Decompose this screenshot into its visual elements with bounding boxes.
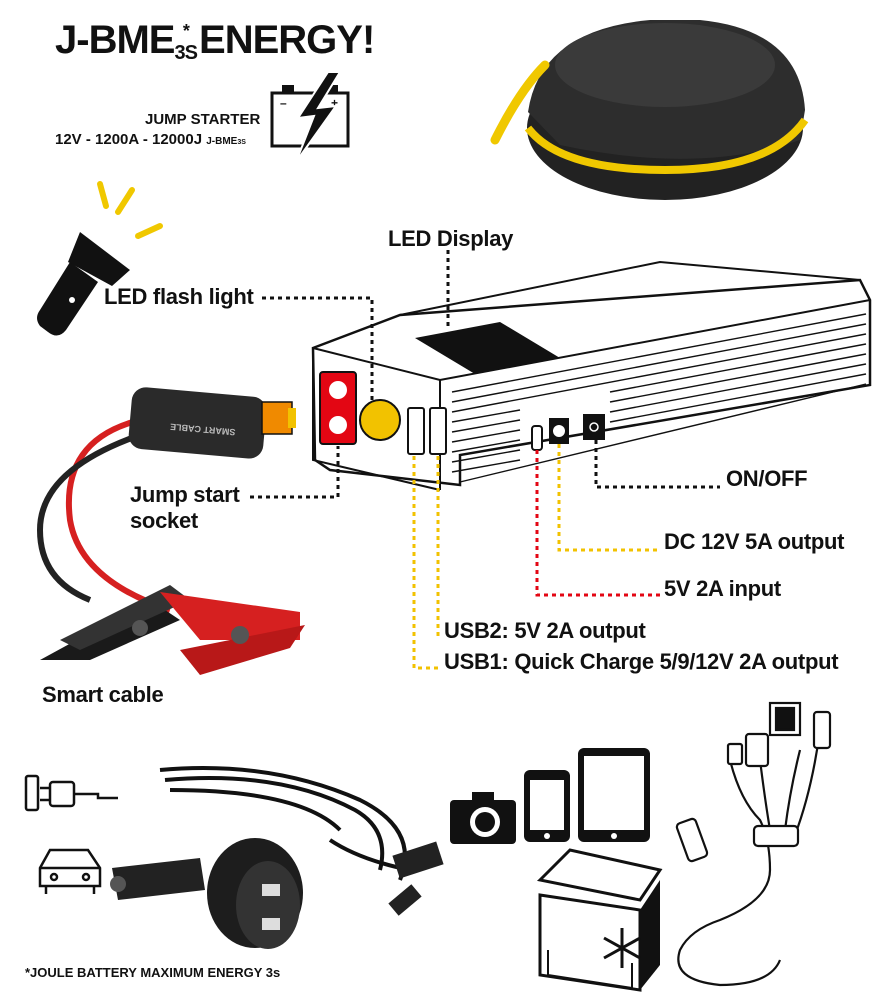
smart-cable: SMART CABLE xyxy=(36,387,305,675)
label-dc-output: DC 12V 5A output xyxy=(664,529,845,554)
snowflake-icon xyxy=(603,928,641,968)
usb1-port xyxy=(407,407,425,455)
camera-icon xyxy=(450,792,516,844)
jump-starter-device xyxy=(311,260,872,491)
usb2-port xyxy=(429,407,447,455)
label-input: 5V 2A input xyxy=(664,576,781,601)
label-smart-cable: Smart cable xyxy=(42,682,164,707)
label-led-display: LED Display xyxy=(388,226,514,251)
input-port xyxy=(531,425,543,451)
svg-text:–: – xyxy=(280,96,287,110)
flash-light-lens xyxy=(359,399,401,441)
led-display-screen xyxy=(415,322,560,374)
power-button xyxy=(583,414,605,440)
carry-case xyxy=(490,20,809,200)
car-charger xyxy=(110,838,303,949)
label-usb2: USB2: 5V 2A output xyxy=(444,618,646,643)
label-jump-start-line2: socket xyxy=(130,508,198,533)
svg-text:+: + xyxy=(331,96,338,110)
wall-plug-icon xyxy=(24,774,118,812)
product-specs: 12V - 1200A - 12000J J-BME3S xyxy=(55,131,246,148)
multi-usb-cable xyxy=(675,701,832,987)
battery-lightning-icon: – + xyxy=(270,71,350,163)
product-type: JUMP STARTER xyxy=(145,111,261,128)
label-led-flash-light: LED flash light xyxy=(104,284,254,309)
label-on-off: ON/OFF xyxy=(726,466,808,491)
label-usb1: USB1: Quick Charge 5/9/12V 2A output xyxy=(444,649,839,674)
phone-icon xyxy=(524,770,570,842)
tablet-icon xyxy=(578,748,650,842)
label-jump-start-line1: Jump start xyxy=(130,482,240,507)
car-icon xyxy=(38,848,102,894)
cooler-box-icon xyxy=(536,848,663,992)
footnote: *JOULE BATTERY MAXIMUM ENERGY 3s xyxy=(25,965,281,980)
brand-title: J-BME3S* ENERGY! xyxy=(55,18,375,64)
flashlight-icon xyxy=(37,181,163,336)
